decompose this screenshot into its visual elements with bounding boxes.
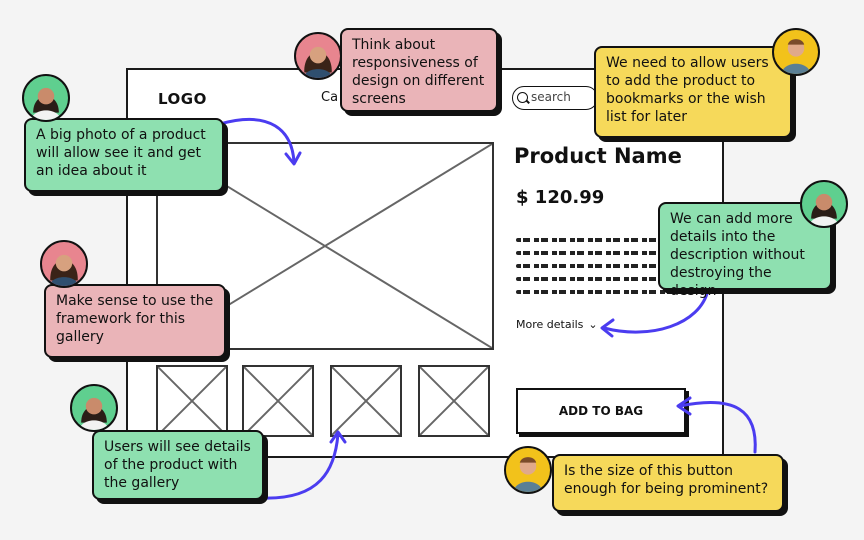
add-to-bag-button[interactable]: ADD TO BAG [516, 388, 686, 434]
note-framework: Make sense to use the framework for this… [44, 284, 226, 358]
note-button-size: Is the size of this button enough for be… [552, 454, 784, 512]
description-placeholder [516, 238, 701, 303]
gallery-thumbnail-1[interactable] [156, 365, 228, 437]
note-responsiveness: Think about responsiveness of design on … [340, 28, 498, 112]
avatar [772, 28, 820, 76]
avatar [504, 446, 552, 494]
note-gallery: Users will see details of the product wi… [92, 430, 264, 500]
avatar [40, 240, 88, 288]
avatar [800, 180, 848, 228]
avatar [22, 74, 70, 122]
more-details-label: More details [516, 318, 584, 331]
image-placeholder-icon [420, 367, 488, 435]
more-details-link[interactable]: More details ⌄ [516, 318, 598, 331]
product-name: Product Name [514, 144, 682, 168]
gallery-thumbnail-2[interactable] [242, 365, 314, 437]
search-icon [517, 92, 528, 103]
note-bookmarks: We need to allow users to add the produc… [594, 46, 792, 138]
image-placeholder-icon [158, 367, 226, 435]
chevron-down-icon: ⌄ [588, 318, 598, 331]
gallery-thumbnail-4[interactable] [418, 365, 490, 437]
image-placeholder-icon [332, 367, 400, 435]
nav-item-partial[interactable]: Ca [321, 90, 339, 105]
search-placeholder: search [531, 90, 571, 104]
avatar [70, 384, 118, 432]
image-placeholder-icon [244, 367, 312, 435]
search-input[interactable]: search [512, 86, 598, 110]
gallery-thumbnail-3[interactable] [330, 365, 402, 437]
product-price: $ 120.99 [516, 187, 605, 208]
logo[interactable]: LOGO [158, 90, 207, 108]
avatar [294, 32, 342, 80]
note-big-photo: A big photo of a product will allow see … [24, 118, 224, 192]
